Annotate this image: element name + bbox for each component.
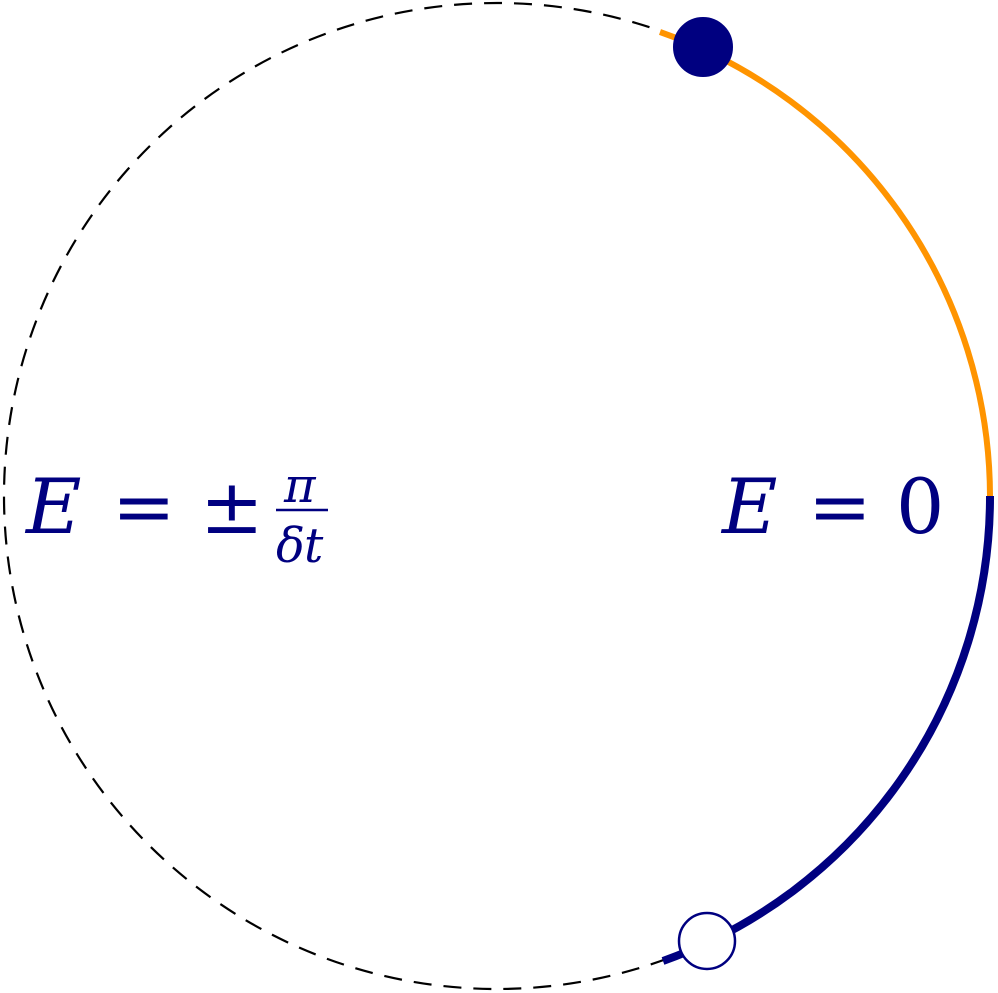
left-label-var: E: [24, 462, 81, 551]
right-label-value: 0: [896, 462, 944, 551]
right-label: E = 0: [720, 462, 944, 551]
upper-arc: [659, 29, 993, 497]
left-label-plusminus: ±: [200, 462, 264, 551]
left-label-numerator: π: [283, 458, 317, 514]
right-label-var: E: [720, 462, 777, 551]
left-label-equals: =: [112, 462, 176, 551]
filled-marker: [673, 17, 733, 77]
right-label-equals: =: [808, 462, 872, 551]
left-label-denominator-delta: δ: [276, 518, 305, 574]
lower-arc: [661, 495, 995, 965]
left-label: E = ± π δ t: [24, 458, 328, 574]
open-marker: [677, 911, 737, 971]
left-label-denominator-t: t: [304, 518, 324, 574]
